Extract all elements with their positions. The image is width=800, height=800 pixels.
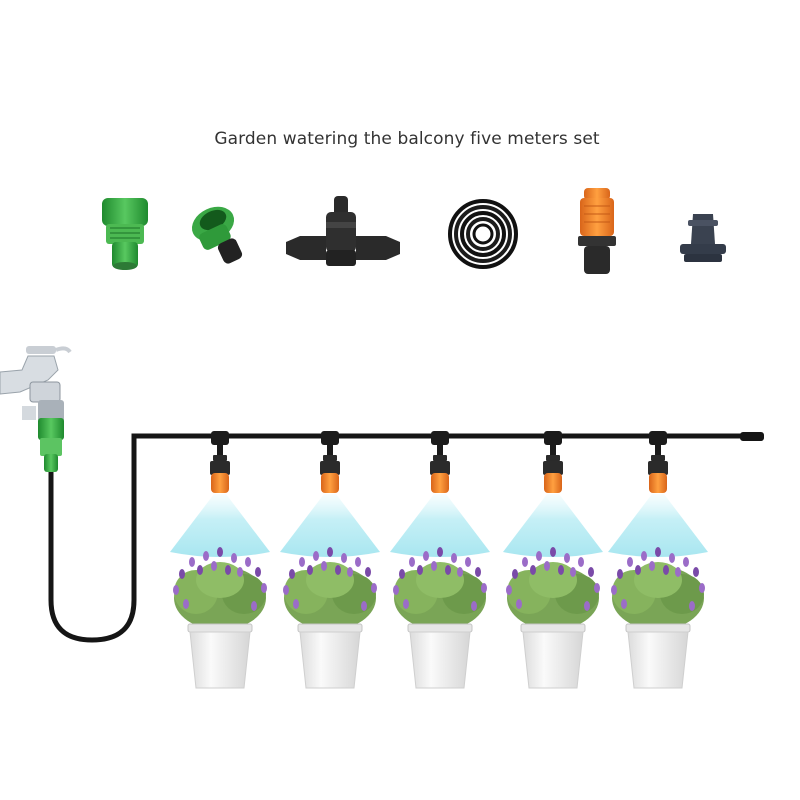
watering-station bbox=[280, 431, 380, 689]
tee-joint bbox=[431, 431, 449, 445]
tap-adapter-icon bbox=[191, 206, 243, 264]
mist-nozzle bbox=[649, 473, 667, 493]
tee-joint-icon bbox=[286, 196, 400, 266]
mist-spray bbox=[608, 494, 708, 557]
mist-nozzle bbox=[211, 473, 229, 493]
mist-nozzle bbox=[431, 473, 449, 493]
watering-station bbox=[390, 431, 490, 689]
flower-pot bbox=[407, 623, 473, 689]
lavender-plant bbox=[611, 547, 705, 630]
mist-spray bbox=[503, 494, 603, 557]
faucet-connector bbox=[38, 418, 64, 472]
lavender-plant bbox=[506, 547, 600, 630]
mist-spray bbox=[390, 494, 490, 557]
mist-nozzle bbox=[544, 473, 562, 493]
supply-hose bbox=[48, 433, 760, 643]
hose-coil-icon bbox=[448, 199, 518, 269]
mist-spray bbox=[280, 494, 380, 557]
flower-pot bbox=[297, 623, 363, 689]
watering-stations bbox=[170, 431, 708, 689]
lavender-plant bbox=[283, 547, 377, 630]
flower-pot bbox=[187, 623, 253, 689]
tee-joint bbox=[321, 431, 339, 445]
watering-station bbox=[503, 431, 603, 689]
mist-nozzle bbox=[321, 473, 339, 493]
product-title: Garden watering the balcony five meters … bbox=[214, 129, 600, 149]
lavender-plant bbox=[393, 547, 487, 630]
tee-joint bbox=[544, 431, 562, 445]
flower-pot bbox=[520, 623, 586, 689]
mist-nozzle-icon bbox=[578, 188, 616, 274]
lavender-plant bbox=[173, 547, 267, 630]
end-plug-icon bbox=[680, 214, 726, 262]
faucet bbox=[0, 346, 72, 422]
watering-station bbox=[170, 431, 270, 689]
quick-connector-icon bbox=[102, 198, 148, 270]
mist-spray bbox=[170, 494, 270, 557]
flower-pot bbox=[625, 623, 691, 689]
tee-joint bbox=[211, 431, 229, 445]
tee-joint bbox=[649, 431, 667, 445]
watering-station bbox=[608, 431, 708, 689]
